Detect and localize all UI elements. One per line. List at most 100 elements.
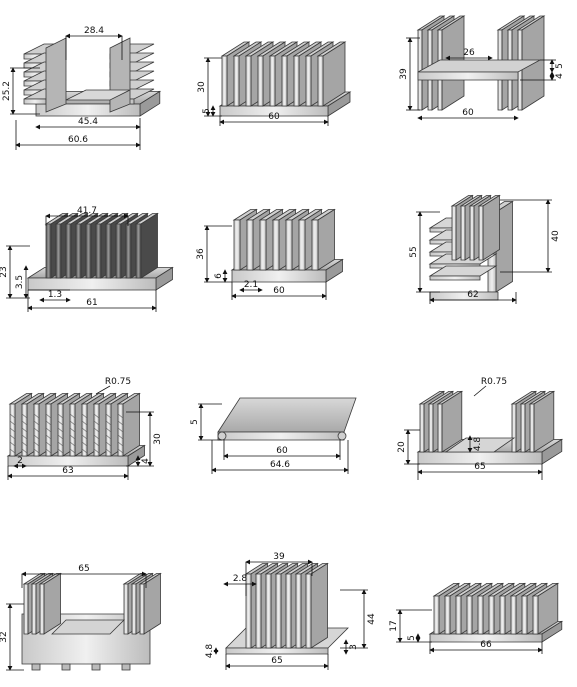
dimension-label: 62 [467, 290, 478, 300]
serration-mark [69, 420, 76, 426]
fin-front-face [245, 55, 252, 107]
dimension-label: 5 [555, 63, 565, 69]
serration-mark [45, 427, 52, 433]
serration-mark [45, 441, 52, 447]
serration-mark [9, 427, 16, 433]
fin-front-face [433, 595, 440, 635]
fin-front-face [488, 595, 495, 635]
serration-mark [21, 427, 28, 433]
serration-mark [45, 434, 52, 440]
fin-front-face [257, 55, 264, 107]
fin-front-face [285, 219, 293, 271]
channel-floor [65, 89, 131, 101]
fin-side-face [122, 392, 140, 457]
dimension-label: 2.1 [244, 280, 258, 290]
dimension-label: 45.4 [78, 117, 98, 127]
dimension-label: 65 [271, 656, 282, 666]
dimension-line [473, 385, 487, 397]
fin-front-face [265, 573, 272, 649]
fin-front-face [246, 219, 254, 271]
fin-side-face [482, 194, 500, 261]
dimension-label: 63 [62, 466, 73, 476]
dimension-label: 4 [555, 73, 565, 79]
dimension-label: 2.8 [233, 574, 248, 584]
serration-mark [81, 413, 88, 419]
serration-mark [93, 427, 100, 433]
fin-side-face [43, 572, 61, 635]
fin-front-face [233, 219, 241, 271]
serration-mark [9, 448, 16, 454]
dimension-label: 4.8 [205, 644, 215, 659]
fin-front-face [245, 573, 252, 649]
fin-front-face [65, 223, 72, 279]
dimension-label: 55 [409, 246, 419, 257]
serration-mark [117, 441, 124, 447]
fin-front-face [131, 583, 137, 635]
fin-front-face [275, 573, 282, 649]
serration-mark [117, 427, 124, 433]
plate-edge-rod [217, 431, 227, 441]
foot-mark [91, 663, 101, 671]
serration-mark [33, 413, 40, 419]
dimension-label: 28.4 [84, 26, 104, 36]
serration-mark [69, 427, 76, 433]
fin-front-face [521, 595, 528, 635]
fin-side-face [310, 562, 328, 649]
serration-mark [69, 448, 76, 454]
fin-front-face [233, 55, 240, 107]
serration-mark [105, 441, 112, 447]
serration-mark [21, 434, 28, 440]
serration-mark [33, 434, 40, 440]
fin-front-face [45, 223, 52, 279]
fin-front-face [115, 223, 122, 279]
dimension-label: 5 [190, 419, 200, 425]
plate-front-face [217, 431, 345, 441]
dimension-label: 3 [349, 644, 359, 650]
fin-front-face [455, 595, 462, 635]
serration-mark [9, 441, 16, 447]
serration-mark [33, 427, 40, 433]
fin-front-face [317, 55, 324, 107]
channel-floor [51, 619, 125, 635]
fin-front-face [39, 583, 45, 635]
dimension-label: 65 [78, 564, 89, 574]
fin-front-face [255, 573, 262, 649]
fin-front-face [499, 595, 506, 635]
fin-front-face [311, 219, 319, 271]
fin-front-face [429, 275, 481, 281]
serration-mark [21, 441, 28, 447]
serration-mark [81, 434, 88, 440]
fin-front-face [285, 573, 292, 649]
fin-front-face [23, 98, 47, 105]
dimension-label: 23 [0, 266, 9, 277]
base-front-face [225, 647, 329, 655]
fin-front-face [31, 583, 37, 635]
fin-front-face [460, 205, 466, 261]
dimension-label: 61 [86, 298, 97, 308]
serration-mark [117, 448, 124, 454]
fin-side-face [140, 212, 158, 279]
fin-front-face [510, 595, 517, 635]
fin-front-face [419, 403, 425, 453]
center-plate-front [417, 71, 519, 81]
serration-mark [93, 448, 100, 454]
dimension-label: 60 [462, 108, 474, 118]
serration-mark [81, 427, 88, 433]
fin-side-face [317, 208, 335, 271]
serration-mark [93, 420, 100, 426]
fin-front-face [105, 223, 112, 279]
dimension-label: 60 [268, 112, 280, 122]
base-front-face [27, 277, 157, 291]
dimension-label: 3.5 [15, 275, 25, 289]
serration-mark [9, 420, 16, 426]
foot-mark [121, 663, 131, 671]
serration-mark [57, 413, 64, 419]
serration-mark [33, 441, 40, 447]
